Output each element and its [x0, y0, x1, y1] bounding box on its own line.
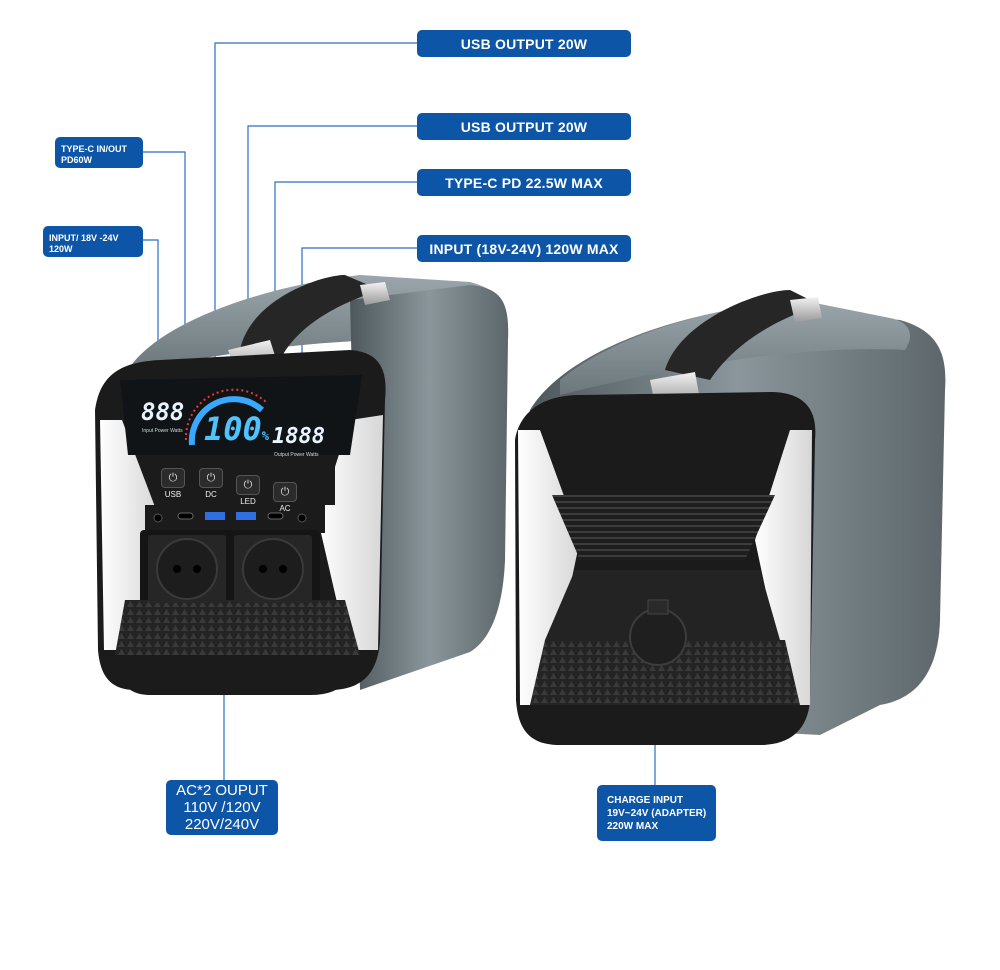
callout-ac-output-line2: 110V /120V [183, 799, 261, 816]
callout-usb-output-2: USB OUTPUT 20W [417, 113, 631, 140]
power-icon: ⏻ [199, 468, 223, 488]
power-station-back [515, 290, 946, 745]
display-right-value: 1888 [272, 424, 325, 449]
button-dc-label: DC [205, 490, 217, 499]
charge-input-socket [629, 599, 687, 666]
dc-input-port [153, 513, 163, 523]
button-led-label: LED [240, 497, 256, 506]
battery-percent-sign: % [261, 429, 270, 443]
display-left-label: Input Power Watts [142, 428, 183, 434]
callout-usb-output-1: USB OUTPUT 20W [417, 30, 631, 57]
callout-charge-input-line3: 220W MAX [607, 820, 659, 832]
power-icon: ⏻ [236, 475, 260, 495]
callout-type-c-pd: TYPE-C PD 22.5W MAX [417, 169, 631, 196]
callout-type-c-inout-line2: PD60W [61, 155, 93, 165]
power-station-front [95, 275, 509, 695]
display-right-label: Output Power Watts [274, 452, 319, 458]
callout-charge-input: CHARGE INPUT 19V~24V (ADAPTER) 220W MAX [597, 785, 716, 841]
button-led[interactable]: ⏻ LED [235, 475, 261, 506]
callout-input-18v-line1: INPUT/ 18V -24V [49, 233, 119, 243]
button-usb-label: USB [164, 490, 182, 499]
display-left-value: 888 [141, 398, 185, 426]
usb-port-2 [236, 512, 256, 520]
type-c-inout-port [177, 512, 194, 520]
callout-ac-output-line3: 220V/240V [184, 816, 260, 833]
button-ac-label: AC [279, 504, 291, 513]
usb-port-1 [205, 512, 225, 520]
power-icon: ⏻ [273, 482, 297, 502]
callout-type-c-inout-line1: TYPE-C IN/OUT [61, 144, 128, 154]
battery-percent-value: 100 [204, 410, 262, 448]
callout-charge-input-line2: 19V~24V (ADAPTER) [607, 807, 707, 819]
type-c-pd-port [267, 512, 284, 520]
callout-input-120w: INPUT (18V-24V) 120W MAX [417, 235, 631, 262]
callout-input-18v: INPUT/ 18V -24V 120W [43, 226, 143, 257]
ac-socket-left [148, 535, 226, 603]
button-usb[interactable]: ⏻ USB [160, 468, 186, 499]
ac-socket-right [234, 535, 312, 603]
button-ac[interactable]: ⏻ AC [272, 482, 298, 513]
display-battery: 100% [204, 410, 269, 448]
dc-input-port-2 [297, 513, 307, 523]
callout-charge-input-line1: CHARGE INPUT [607, 794, 684, 806]
button-dc[interactable]: ⏻ DC [198, 468, 224, 499]
callout-input-18v-line2: 120W [49, 244, 73, 254]
callout-ac-output: AC*2 OUPUT 110V /120V 220V/240V [166, 780, 278, 835]
callout-type-c-inout: TYPE-C IN/OUT PD60W [55, 137, 143, 168]
port-row [153, 512, 307, 523]
callout-ac-output-line1: AC*2 OUPUT [176, 782, 268, 799]
power-icon: ⏻ [161, 468, 185, 488]
